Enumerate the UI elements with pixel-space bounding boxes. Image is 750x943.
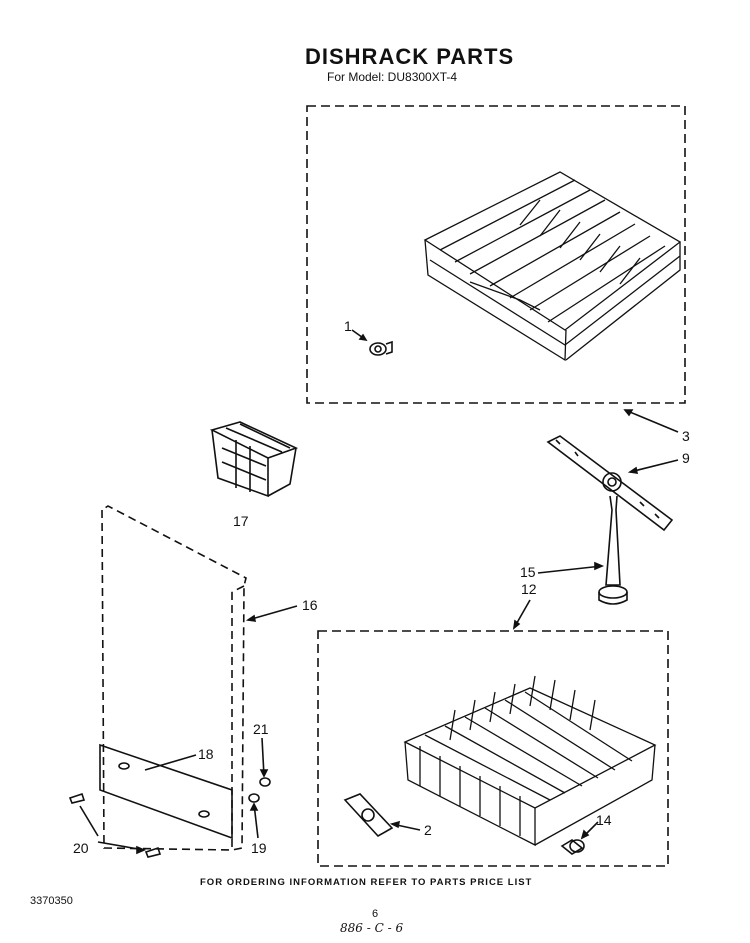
callout-18: 18 bbox=[198, 746, 214, 762]
page-title: DISHRACK PARTS bbox=[305, 44, 515, 69]
callout-line-20a bbox=[79, 805, 99, 837]
lower-rack-box bbox=[317, 630, 669, 867]
callout-line-16 bbox=[247, 605, 298, 621]
ordering-note: FOR ORDERING INFORMATION REFER TO PARTS … bbox=[200, 877, 533, 888]
panel-18-drawing bbox=[99, 743, 233, 840]
callout-15: 15 bbox=[520, 564, 536, 580]
callout-16: 16 bbox=[302, 597, 318, 613]
callout-12: 12 bbox=[521, 581, 537, 597]
callout-20: 20 bbox=[73, 840, 89, 856]
page-number: 6 bbox=[372, 908, 379, 920]
lower-rack-drawing bbox=[403, 675, 657, 847]
handwritten-code: 886 - C - 6 bbox=[340, 921, 404, 935]
tube-drawing bbox=[598, 495, 628, 605]
part-14-drawing bbox=[560, 839, 585, 855]
callout-line-9 bbox=[629, 459, 679, 473]
callout-2: 2 bbox=[424, 822, 432, 838]
callout-line-3 bbox=[624, 409, 679, 433]
basket-drawing bbox=[209, 421, 299, 498]
callout-line-15 bbox=[537, 565, 603, 574]
upper-rack-box bbox=[306, 105, 686, 404]
callout-21: 21 bbox=[253, 721, 269, 737]
part-1-drawing bbox=[369, 340, 393, 356]
callout-line-18 bbox=[144, 754, 197, 771]
model-subtitle: For Model: DU8300XT-4 bbox=[327, 70, 458, 84]
part-2-drawing bbox=[343, 793, 394, 838]
callout-17: 17 bbox=[233, 513, 249, 529]
callout-1: 1 bbox=[344, 318, 352, 334]
callout-9: 9 bbox=[682, 450, 690, 466]
document-number: 3370350 bbox=[30, 895, 73, 907]
upper-rack-drawing bbox=[423, 171, 682, 362]
parts-19-21-drawing bbox=[248, 777, 271, 803]
callout-3: 3 bbox=[682, 428, 690, 444]
callout-19: 19 bbox=[251, 840, 267, 856]
screw-20-drawing bbox=[68, 792, 162, 858]
callout-14: 14 bbox=[596, 812, 612, 828]
spray-arm-drawing bbox=[546, 435, 674, 532]
